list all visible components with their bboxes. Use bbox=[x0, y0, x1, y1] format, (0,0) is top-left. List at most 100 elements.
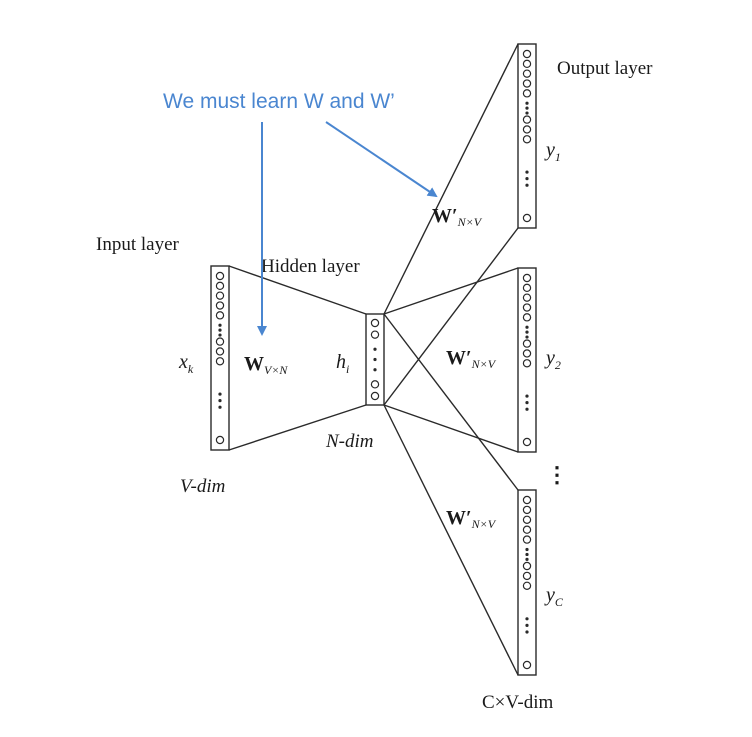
weight-matrix-w: WV×N bbox=[244, 353, 288, 377]
cv-dim-label: C×V-dim bbox=[482, 692, 553, 713]
hidden-output1-top-edge bbox=[383, 43, 519, 315]
wprime-1-symbol: W′ bbox=[432, 205, 458, 227]
neuron-node bbox=[522, 69, 532, 78]
y2-symbol: y bbox=[544, 347, 555, 369]
neuron-node bbox=[522, 49, 532, 59]
y1-subscript: 1 bbox=[555, 150, 561, 164]
weight-matrix-wprime-2: W′N×V bbox=[446, 347, 497, 371]
neuron-node bbox=[522, 283, 532, 293]
output-symbol-y2: y2 bbox=[544, 347, 561, 372]
output-layer-label: Output layer bbox=[557, 58, 653, 79]
hidden-outputc-top-edge bbox=[383, 313, 519, 491]
h-subscript: i bbox=[346, 362, 349, 376]
neuron-node bbox=[522, 89, 532, 98]
neuron-node bbox=[522, 535, 532, 544]
ellipsis-dot bbox=[218, 392, 222, 396]
y1-symbol: y bbox=[544, 139, 555, 161]
x-symbol: x bbox=[178, 351, 188, 373]
v-dim-text: V-dim bbox=[180, 476, 225, 497]
neuron-node bbox=[522, 273, 532, 283]
ellipsis-dot bbox=[218, 328, 222, 332]
ellipsis-dot bbox=[373, 347, 377, 351]
x-subscript: k bbox=[188, 362, 194, 376]
annotation-text: We must learn W and W’ bbox=[163, 90, 395, 113]
annotation-arrows bbox=[257, 121, 438, 336]
neuron-node bbox=[370, 391, 380, 401]
w-subscript: V×N bbox=[264, 363, 288, 377]
neuron-node bbox=[522, 303, 532, 312]
neuron-node bbox=[215, 281, 225, 291]
ellipsis-dot bbox=[525, 335, 529, 339]
n-dim-label: N-dim bbox=[325, 431, 374, 452]
output-vector-1 bbox=[517, 43, 537, 229]
input-layer-label: Input layer bbox=[96, 234, 180, 255]
ellipsis-dot bbox=[218, 399, 222, 403]
y2-subscript: 2 bbox=[555, 358, 561, 372]
output-vertical-ellipsis: ⋮ bbox=[546, 462, 568, 487]
hidden-output2-bottom-edge bbox=[383, 404, 519, 453]
w-symbol: W bbox=[244, 353, 264, 375]
neuron-node bbox=[370, 380, 380, 389]
ellipsis-dot bbox=[525, 106, 529, 110]
input-vector bbox=[210, 265, 230, 451]
output-symbol-yc: yC bbox=[544, 584, 564, 609]
ellipsis-dot bbox=[525, 111, 529, 115]
neuron-node bbox=[215, 311, 225, 320]
input-vector-nodes bbox=[215, 271, 225, 445]
neuron-node bbox=[522, 115, 532, 124]
neuron-node bbox=[522, 339, 532, 348]
neuron-node bbox=[522, 349, 532, 358]
ellipsis-dot bbox=[525, 325, 529, 329]
output-vector-c-nodes bbox=[522, 495, 532, 670]
ellipsis-dot bbox=[525, 630, 529, 634]
neuron-node bbox=[522, 125, 532, 134]
neuron-node bbox=[522, 79, 532, 88]
ellipsis-dot bbox=[525, 557, 529, 562]
ellipsis-dot bbox=[525, 170, 529, 174]
hidden-vector-nodes bbox=[370, 318, 380, 401]
ellipsis-dot bbox=[525, 552, 529, 557]
hidden-output1-bottom-edge bbox=[383, 227, 519, 406]
yc-subscript: C bbox=[555, 595, 564, 609]
neuron-node bbox=[215, 357, 225, 366]
yc-symbol: y bbox=[544, 584, 555, 606]
neuron-node bbox=[522, 571, 532, 581]
output-vector-1-nodes bbox=[522, 49, 532, 223]
neuron-node bbox=[522, 293, 532, 302]
ellipsis-dot bbox=[525, 394, 529, 398]
neuron-node bbox=[522, 359, 532, 368]
neuron-node bbox=[215, 347, 225, 356]
wprime-2-symbol: W′ bbox=[446, 347, 472, 369]
input-symbol-xk: xk bbox=[178, 351, 194, 376]
ellipsis-dot bbox=[525, 401, 529, 405]
neuron-node bbox=[522, 495, 532, 505]
ellipsis-dot bbox=[218, 405, 222, 409]
hidden-layer-label: Hidden layer bbox=[261, 256, 360, 277]
ellipsis-dot bbox=[525, 183, 529, 187]
neuron-node bbox=[522, 213, 532, 223]
neuron-node bbox=[215, 291, 225, 300]
v-dim-label: V-dim bbox=[180, 476, 225, 497]
ellipsis-dot bbox=[525, 623, 529, 628]
ellipsis-dot bbox=[525, 101, 529, 105]
neuron-node bbox=[522, 437, 532, 447]
connection-lines bbox=[228, 43, 519, 676]
hidden-vector bbox=[365, 313, 385, 406]
neuron-node bbox=[215, 435, 225, 445]
ellipsis-dot bbox=[525, 547, 529, 552]
annotation-arrow-to-wprime bbox=[325, 121, 438, 198]
neuron-node bbox=[522, 135, 532, 144]
output-vector-2 bbox=[517, 267, 537, 453]
neuron-node bbox=[522, 59, 532, 69]
ellipsis-dot bbox=[525, 407, 529, 411]
ellipsis-dot bbox=[525, 617, 529, 621]
input-hidden-top-edge bbox=[228, 265, 367, 315]
hidden-symbol-hi: hi bbox=[336, 351, 349, 376]
wprime-2-subscript: N×V bbox=[471, 357, 497, 371]
weight-matrix-wprime-c: W′N×V bbox=[446, 507, 497, 531]
weight-matrix-wprime-1: W′N×V bbox=[432, 205, 483, 229]
neuron-node bbox=[522, 581, 532, 591]
neuron-node bbox=[370, 330, 380, 339]
neuron-node bbox=[522, 525, 532, 534]
